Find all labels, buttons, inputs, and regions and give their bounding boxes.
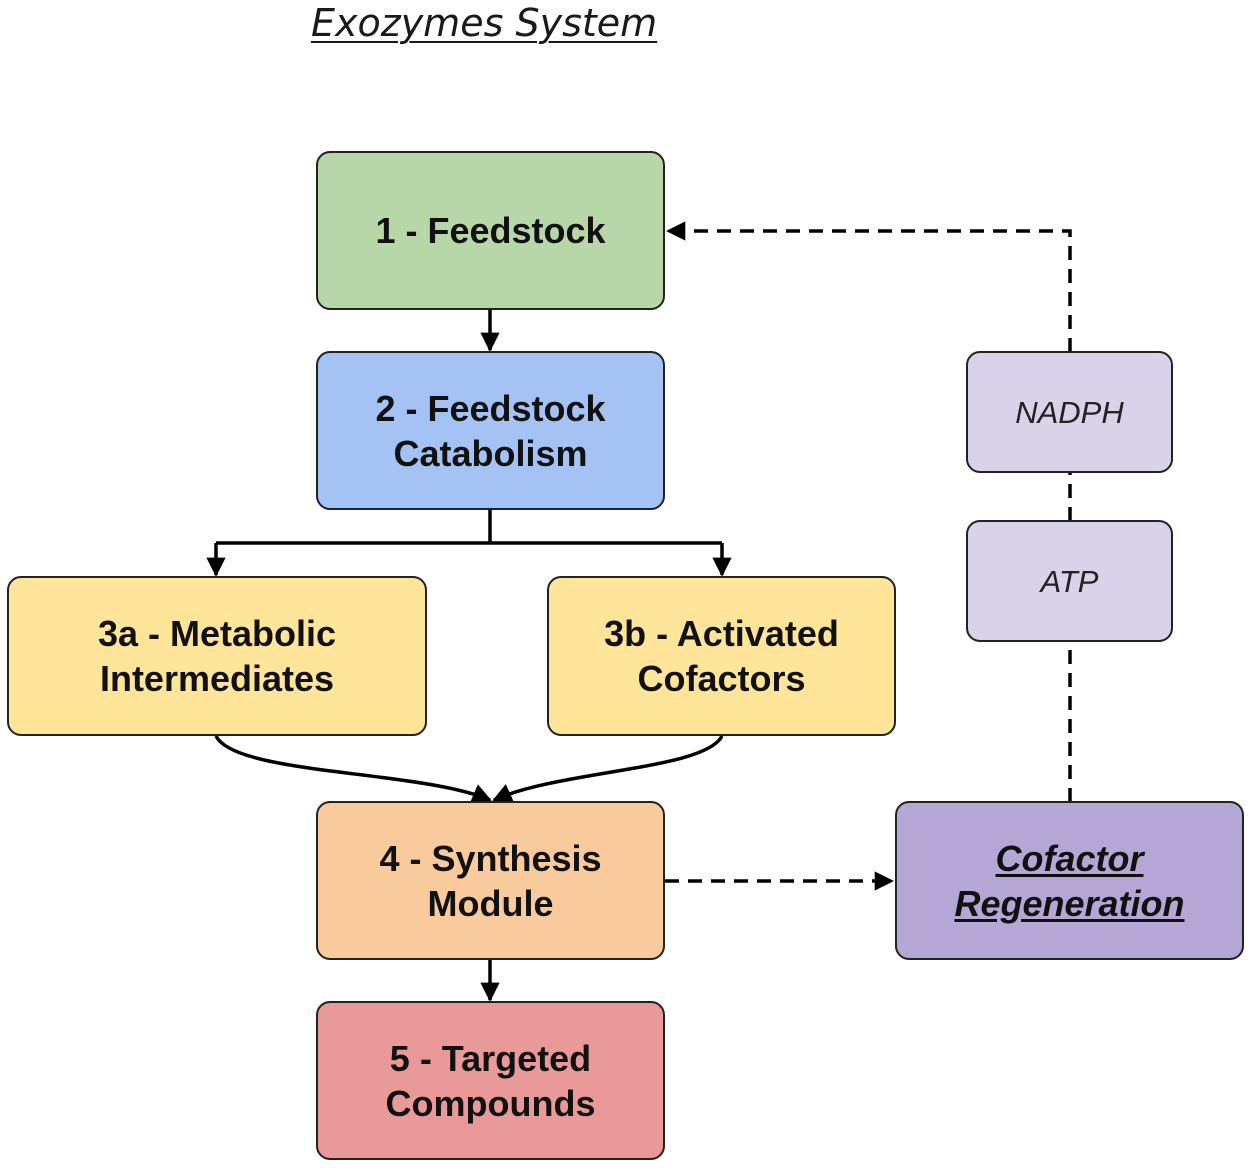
node-feedstock-catabolism: 2 - Feedstock Catabolism: [316, 351, 665, 510]
node-targeted-compounds-label: 5 - Targeted Compounds: [385, 1037, 596, 1124]
node-cofactor-regeneration: Cofactor Regeneration: [895, 801, 1244, 960]
node-activated-cofactors: 3b - Activated Cofactors: [547, 576, 896, 736]
node-nadph: NADPH: [966, 351, 1173, 473]
arrow-cofactors-to-synthesis: [492, 735, 724, 802]
node-nadph-label: NADPH: [1015, 394, 1124, 430]
node-cofactor-regeneration-label: Cofactor Regeneration: [954, 837, 1185, 924]
arrow-nadph-to-feedstock: [666, 221, 1072, 352]
node-activated-cofactors-label: 3b - Activated Cofactors: [604, 613, 839, 699]
node-feedstock-catabolism-label: 2 - Feedstock Catabolism: [375, 387, 606, 474]
node-atp: ATP: [966, 520, 1173, 642]
node-targeted-compounds: 5 - Targeted Compounds: [316, 1001, 665, 1160]
node-metabolic-intermediates: 3a - Metabolic Intermediates: [7, 576, 427, 736]
node-synthesis-module: 4 - Synthesis Module: [316, 801, 665, 960]
node-metabolic-intermediates-label: 3a - Metabolic Intermediates: [97, 613, 337, 699]
node-atp-label: ATP: [1040, 563, 1099, 599]
node-feedstock: 1 - Feedstock: [316, 151, 665, 310]
diagram-title: Exozymes System: [311, 1, 658, 45]
node-synthesis-module-label: 4 - Synthesis Module: [379, 837, 602, 924]
arrow-intermediates-to-synthesis: [214, 735, 492, 803]
node-feedstock-label: 1 - Feedstock: [375, 210, 606, 251]
